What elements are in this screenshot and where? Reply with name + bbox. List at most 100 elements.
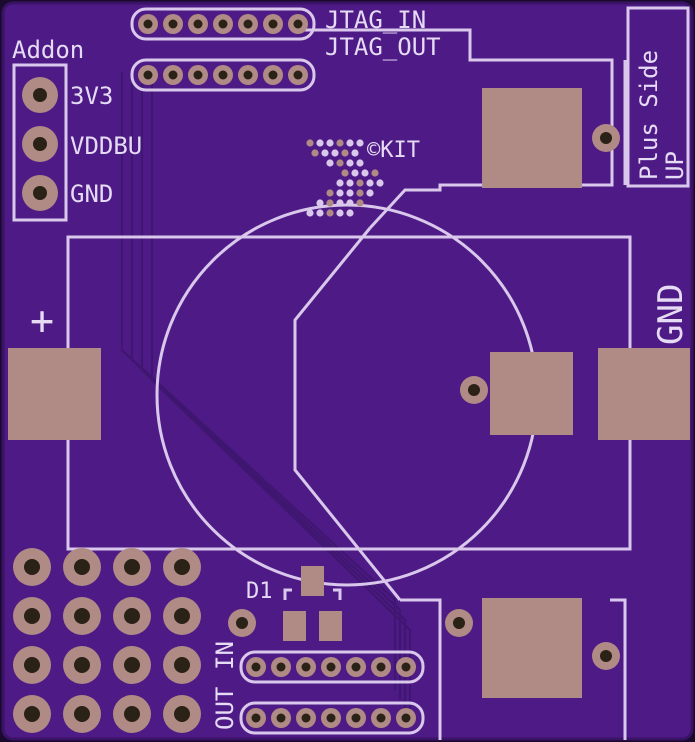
silk-outline-bottom bbox=[400, 598, 442, 740]
kit-logo-dot bbox=[351, 149, 359, 157]
d1-footprint bbox=[228, 566, 342, 641]
kit-logo-dot bbox=[331, 149, 339, 157]
plus-side-box bbox=[626, 6, 690, 188]
silk-outline-top bbox=[300, 28, 614, 230]
kit-logo-dot bbox=[306, 139, 314, 147]
proto-hole-drill bbox=[174, 608, 190, 624]
out-pin-drill bbox=[351, 713, 361, 723]
in-header bbox=[239, 650, 425, 684]
kit-logo-dot bbox=[336, 139, 344, 147]
kit-logo-dot bbox=[336, 209, 344, 217]
in-pin-drill bbox=[376, 662, 386, 672]
jtag-out-pin-drill bbox=[143, 70, 153, 80]
out-pin-drill bbox=[376, 713, 386, 723]
proto-hole-drill bbox=[124, 559, 140, 575]
kit-logo-dot bbox=[326, 189, 334, 197]
jtag-out-pin-drill bbox=[293, 70, 303, 80]
proto-hole-drill bbox=[24, 706, 40, 722]
label-gnd-addon: GND bbox=[70, 180, 113, 208]
kit-logo-dot bbox=[356, 189, 364, 197]
kit-logo-dot bbox=[326, 209, 334, 217]
jtag-in-pin-drill bbox=[143, 19, 153, 29]
kit-logo-dot bbox=[346, 139, 354, 147]
kit-logo-dot bbox=[356, 159, 364, 167]
proto-hole-drill bbox=[74, 608, 90, 624]
label-vddbu: VDDBU bbox=[70, 132, 142, 160]
kit-logo-dot bbox=[376, 179, 384, 187]
kit-logo-dot bbox=[351, 169, 359, 177]
kit-logo-dot bbox=[326, 199, 334, 207]
proto-hole-drill bbox=[174, 706, 190, 722]
proto-hole-drill bbox=[174, 559, 190, 575]
kit-logo-dot bbox=[346, 199, 354, 207]
copyright-label: ©KIT bbox=[367, 138, 420, 163]
out-label: OUT bbox=[211, 687, 239, 730]
proto-hole-drill bbox=[74, 706, 90, 722]
jtag-out-label: JTAG_OUT bbox=[325, 33, 441, 61]
in-label: IN bbox=[211, 641, 239, 670]
in-pin-drill bbox=[251, 662, 261, 672]
jtag-out-header bbox=[130, 58, 316, 92]
kit-logo-dot bbox=[316, 139, 324, 147]
in-pin-drill bbox=[351, 662, 361, 672]
plus-sign-label: + bbox=[30, 298, 54, 344]
out-pin-drill bbox=[301, 713, 311, 723]
d1-label: D1 bbox=[246, 579, 273, 604]
proto-hole-drill bbox=[124, 706, 140, 722]
proto-hole-drill bbox=[74, 657, 90, 673]
out-pin-drill bbox=[276, 713, 286, 723]
kit-logo-dot bbox=[311, 149, 319, 157]
kit-logo-dot bbox=[366, 179, 374, 187]
in-pin-drill bbox=[276, 662, 286, 672]
jtag-in-label: JTAG_IN bbox=[325, 6, 426, 34]
gnd-big-label: GND bbox=[651, 284, 691, 345]
center-via bbox=[460, 376, 488, 404]
jtag-out-pin-drill bbox=[193, 70, 203, 80]
out-pin-drill bbox=[401, 713, 411, 723]
proto-hole-grid bbox=[13, 548, 201, 733]
kit-logo-dot bbox=[346, 179, 354, 187]
jtag-in-pin-drill bbox=[218, 19, 228, 29]
kit-logo-dot bbox=[346, 209, 354, 217]
kit-logo-dot bbox=[336, 199, 344, 207]
top-spring-pad bbox=[482, 88, 620, 188]
jtag-in-pin-drill bbox=[293, 19, 303, 29]
jtag-in-pin-drill bbox=[243, 19, 253, 29]
proto-hole-drill bbox=[174, 657, 190, 673]
bottom-spring-pad bbox=[445, 598, 620, 698]
kit-logo bbox=[306, 139, 384, 217]
kit-logo-dot bbox=[316, 199, 324, 207]
in-pin-drill bbox=[326, 662, 336, 672]
jtag-out-pin-drill bbox=[243, 70, 253, 80]
kit-logo-dot bbox=[326, 139, 334, 147]
proto-hole-drill bbox=[74, 559, 90, 575]
kit-logo-dot bbox=[306, 209, 314, 217]
addon-header-outline bbox=[12, 63, 68, 222]
out-header bbox=[239, 701, 425, 735]
in-pin-drill bbox=[401, 662, 411, 672]
proto-hole-drill bbox=[24, 559, 40, 575]
kit-logo-dot bbox=[336, 159, 344, 167]
kit-logo-dot bbox=[341, 149, 349, 157]
addon-header-pins bbox=[22, 77, 58, 211]
jtag-out-pin-drill bbox=[168, 70, 178, 80]
label-3v3: 3V3 bbox=[70, 82, 113, 110]
battery-clip-outline bbox=[293, 227, 402, 601]
addon-label: Addon bbox=[12, 36, 84, 64]
jtag-out-pin-drill bbox=[218, 70, 228, 80]
battery-plus-pad bbox=[8, 348, 101, 440]
kit-logo-dot bbox=[371, 169, 379, 177]
kit-logo-dot bbox=[361, 169, 369, 177]
battery-minus-pads bbox=[490, 348, 690, 440]
proto-hole-drill bbox=[24, 608, 40, 624]
proto-hole-drill bbox=[124, 657, 140, 673]
kit-logo-dot bbox=[336, 179, 344, 187]
in-pin-drill bbox=[301, 662, 311, 672]
kit-logo-dot bbox=[336, 189, 344, 197]
kit-logo-dot bbox=[356, 199, 364, 207]
jtag-in-pin-drill bbox=[168, 19, 178, 29]
silk-outline-bottom-right bbox=[610, 598, 627, 740]
